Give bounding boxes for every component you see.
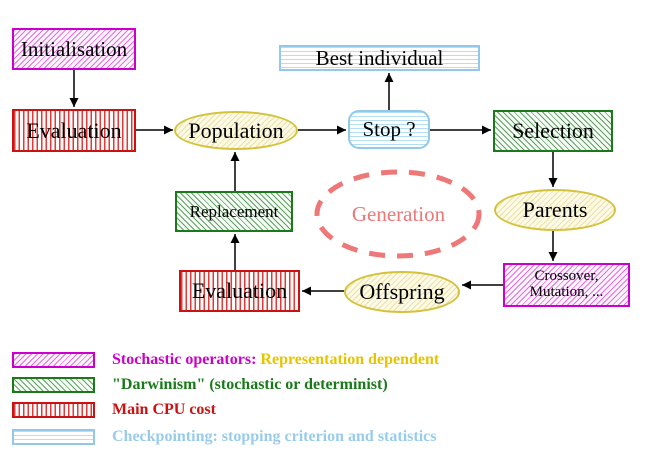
flow-arrows [69, 70, 558, 296]
legend-text-stochastic-primary: Stochastic operators: [112, 351, 257, 368]
node-crossover-mutation: Crossover, Mutation, ... [503, 263, 630, 307]
legend-text-checkpointing: Checkpointing: stopping criterion and st… [112, 428, 437, 445]
legend-swatch-green-hatch [12, 377, 95, 393]
legend-text-cpu-cost: Main CPU cost [112, 401, 216, 418]
generation-dashed-ellipse [314, 169, 482, 259]
legend-row-checkpointing: Checkpointing: stopping criterion and st… [12, 428, 436, 446]
node-generation-label: Generation [351, 201, 446, 226]
node-stop: Stop ? [348, 110, 430, 149]
legend-swatch-cyan-lines [12, 429, 95, 445]
legend-row-cpu-cost: Main CPU cost [12, 401, 216, 419]
node-selection: Selection [493, 110, 613, 152]
legend-row-stochastic: Stochastic operators: Representation dep… [12, 351, 439, 369]
node-initialisation: Initialisation [12, 28, 136, 70]
node-parents: Parents [494, 189, 616, 231]
legend-swatch-magenta-hatch [12, 352, 95, 368]
legend-row-darwinism: "Darwinism" (stochastic or determinist) [12, 376, 388, 394]
crossover-line1: Crossover, [534, 268, 599, 285]
legend-text-stochastic: Stochastic operators: Representation dep… [112, 351, 439, 369]
legend-text-stochastic-secondary: Representation dependent [260, 351, 440, 368]
legend-swatch-red-stripes [12, 402, 95, 418]
crossover-line2: Mutation, ... [529, 284, 604, 300]
node-offspring: Offspring [344, 271, 460, 313]
legend-text-darwinism: "Darwinism" (stochastic or determinist) [112, 376, 388, 393]
node-evaluation-top: Evaluation [12, 109, 136, 152]
node-population: Population [174, 111, 298, 150]
node-evaluation-bottom: Evaluation [179, 270, 300, 312]
node-replacement: Replacement [175, 191, 293, 232]
node-best-individual: Best individual [279, 45, 480, 71]
